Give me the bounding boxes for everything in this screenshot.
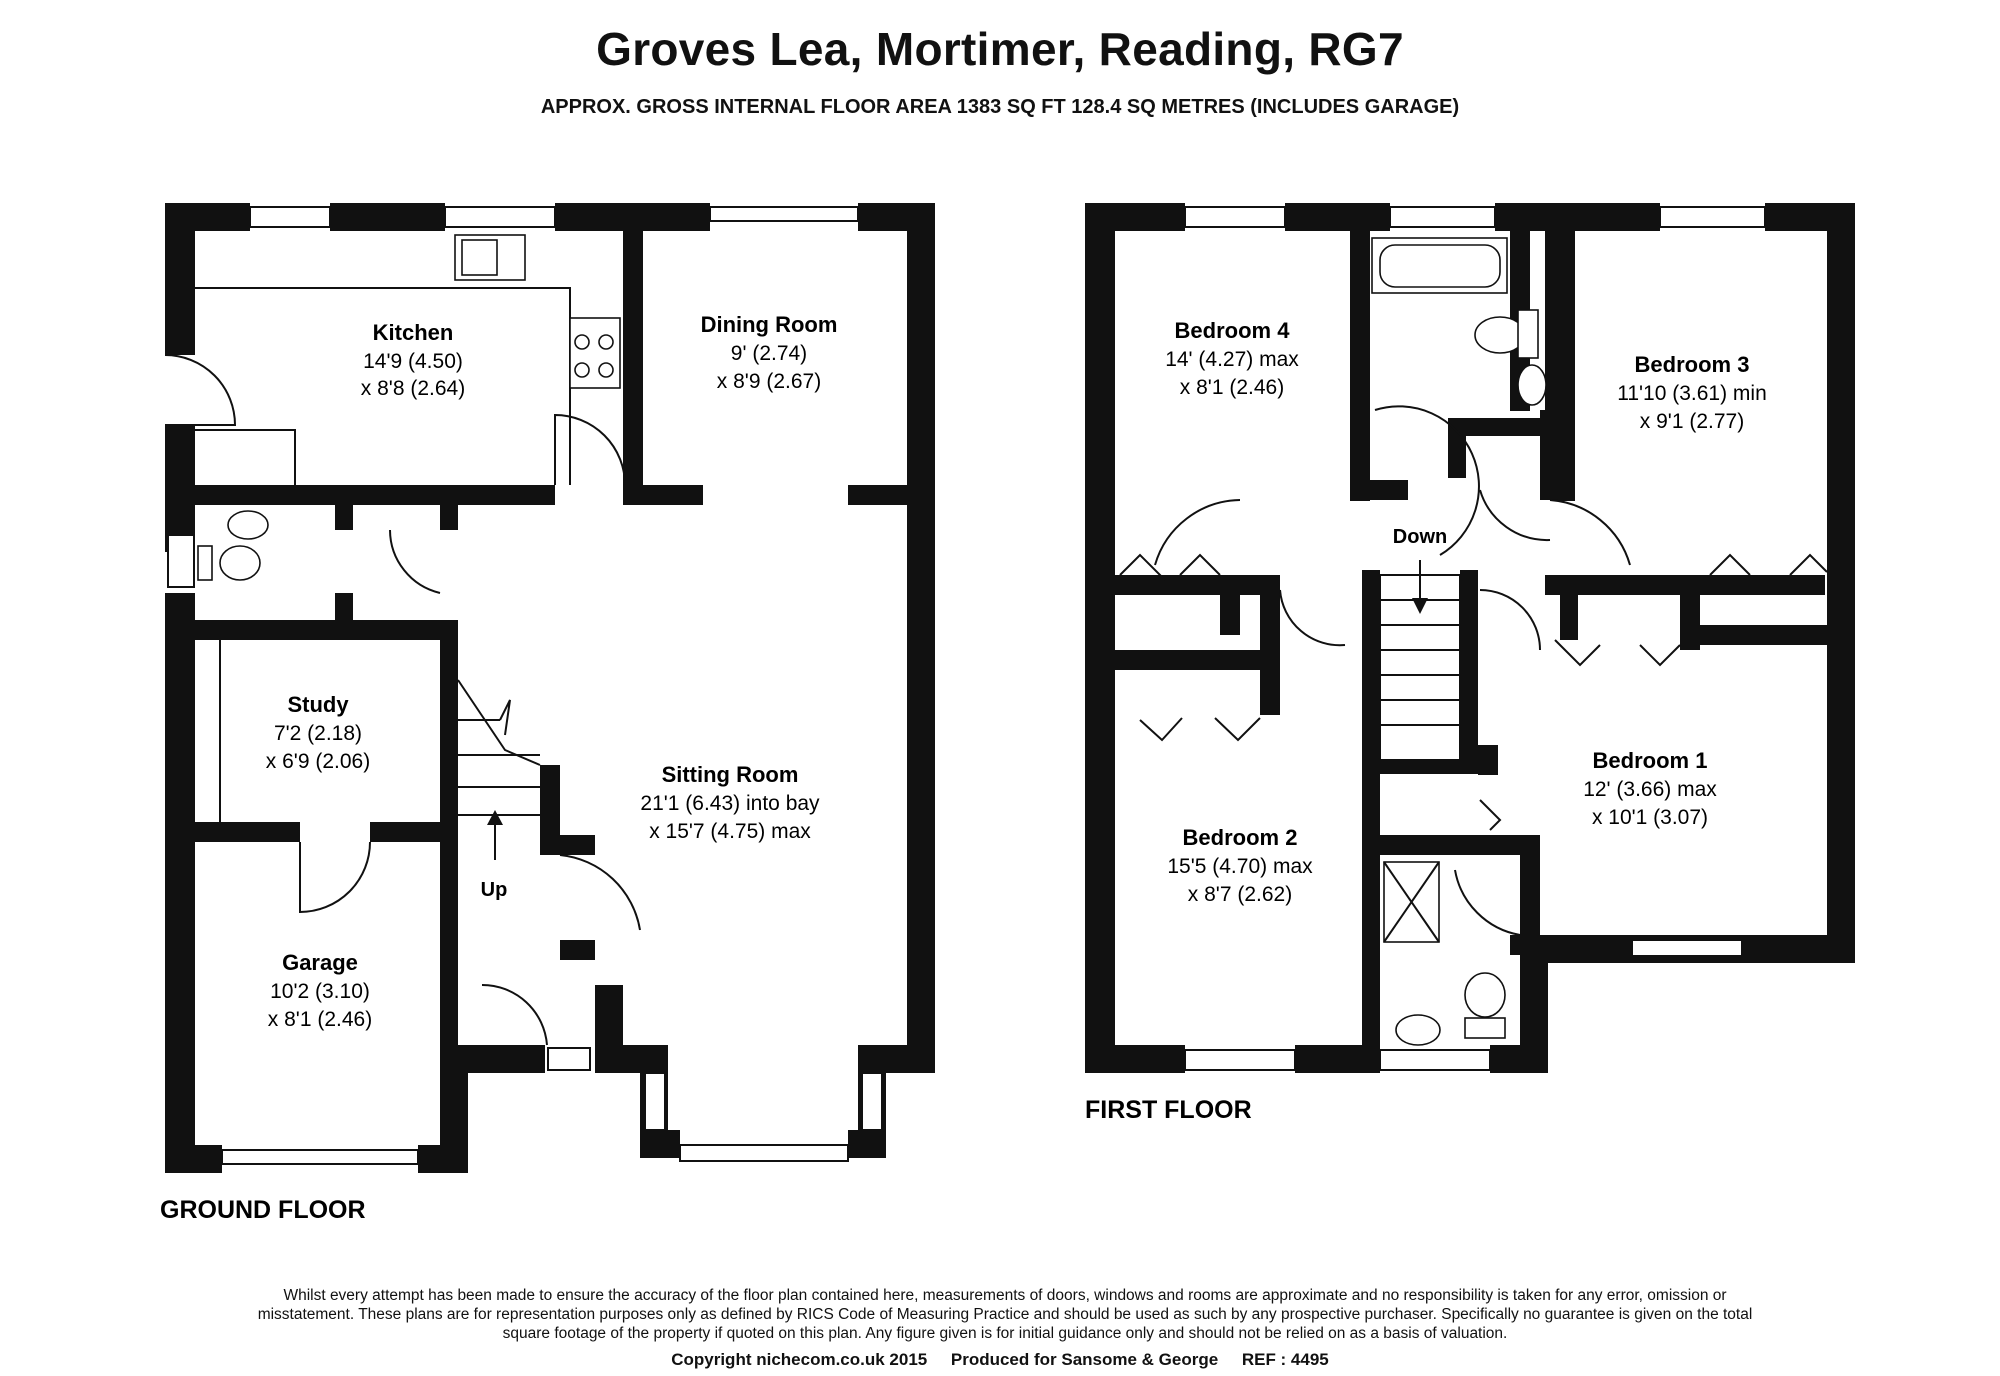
room-dimension: 15'5 (4.70) max xyxy=(1167,855,1313,878)
ground-floor-label: GROUND FLOOR xyxy=(160,1196,366,1224)
produced-for-text: Produced for Sansome & George xyxy=(950,1350,1219,1369)
room-name: Bedroom 1 xyxy=(1593,748,1708,773)
room-name: Study xyxy=(287,692,349,717)
room-name: Bedroom 2 xyxy=(1183,825,1298,850)
room-dimension: 9' (2.74) xyxy=(731,342,807,365)
room-dimension: 12' (3.66) max xyxy=(1583,778,1717,801)
room-dimension: 11'10 (3.61) min xyxy=(1617,382,1767,405)
stairs-up-label: Up xyxy=(481,879,508,901)
room-name: Dining Room xyxy=(701,312,838,337)
room-dimension: 7'2 (2.18) xyxy=(274,722,362,745)
room-dimension: x 8'1 (2.46) xyxy=(268,1008,372,1031)
room-dimension: x 8'8 (2.64) xyxy=(361,377,465,400)
copyright-text: Copyright nichecom.co.uk 2015 xyxy=(671,1350,928,1369)
first-floor-plan xyxy=(1085,203,1855,1073)
room-dimension: x 8'9 (2.67) xyxy=(717,370,821,393)
room-name: Kitchen xyxy=(373,320,454,345)
room-dimension: x 9'1 (2.77) xyxy=(1640,410,1744,433)
floor-area-subtitle: APPROX. GROSS INTERNAL FLOOR AREA 1383 S… xyxy=(540,96,1460,118)
room-dimension: x 10'1 (3.07) xyxy=(1592,806,1708,829)
room-dimension: 14' (4.27) max xyxy=(1165,348,1299,371)
first-floor-labels: Bedroom 4 14' (4.27) max x 8'1 (2.46) Be… xyxy=(1085,318,1767,1124)
room-dimension: 21'1 (6.43) into bay xyxy=(640,792,820,815)
first-floor-label: FIRST FLOOR xyxy=(1085,1096,1252,1124)
ground-floor-labels: Kitchen 14'9 (4.50) x 8'8 (2.64) Dining … xyxy=(160,312,837,1224)
room-name: Garage xyxy=(282,950,358,975)
plan-title: Groves Lea, Mortimer, Reading, RG7 xyxy=(596,23,1404,75)
room-dimension: x 8'7 (2.62) xyxy=(1188,883,1292,906)
stairs-down-label: Down xyxy=(1393,526,1447,548)
room-dimension: x 8'1 (2.46) xyxy=(1180,376,1284,399)
room-dimension: 10'2 (3.10) xyxy=(270,980,370,1003)
room-name: Sitting Room xyxy=(662,762,799,787)
room-dimension: x 15'7 (4.75) max xyxy=(649,820,811,843)
disclaimer-text: Whilst every attempt has been made to en… xyxy=(257,1287,1753,1342)
ground-floor-plan xyxy=(164,203,935,1173)
footer: Copyright nichecom.co.uk 2015 Produced f… xyxy=(0,1350,2000,1370)
reference-text: REF : 4495 xyxy=(1241,1350,1329,1369)
room-dimension: x 6'9 (2.06) xyxy=(266,750,370,773)
room-dimension: 14'9 (4.50) xyxy=(363,350,463,373)
room-name: Bedroom 3 xyxy=(1635,352,1750,377)
room-name: Bedroom 4 xyxy=(1175,318,1291,343)
